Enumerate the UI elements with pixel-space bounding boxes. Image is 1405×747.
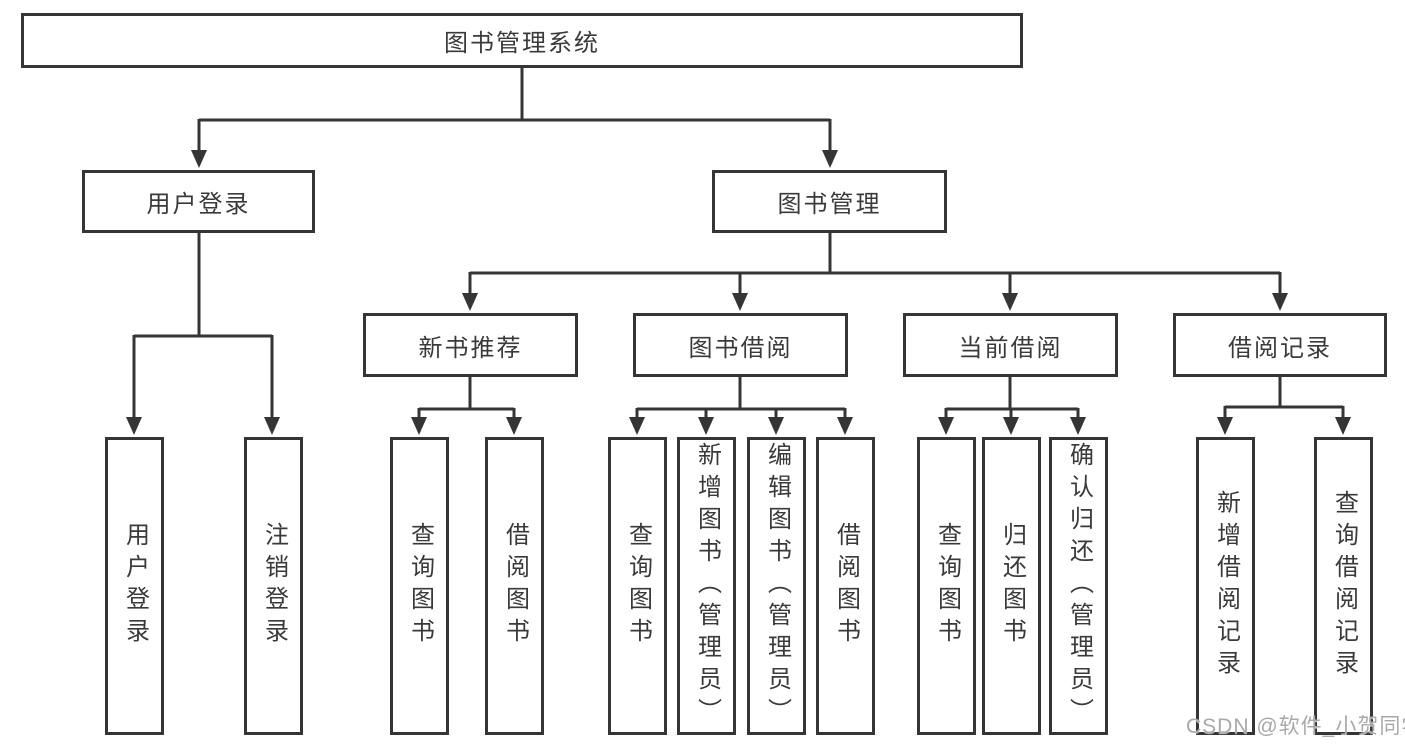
node-new-book-recommend-label: 新书推荐 bbox=[418, 334, 523, 362]
leaf-recommend-query-book: 查询图书 bbox=[390, 437, 449, 735]
node-book-management: 图书管理 bbox=[712, 170, 947, 233]
node-user-login-label: 用户登录 bbox=[146, 191, 251, 218]
node-book-borrow-label: 图书借阅 bbox=[688, 334, 793, 362]
leaf-current-return-book-label: 归还图书 bbox=[998, 522, 1026, 650]
leaf-borrow-edit-book-admin-label: 编辑图书（管理员） bbox=[763, 442, 791, 730]
leaf-record-add-record: 新增借阅记录 bbox=[1196, 437, 1255, 735]
node-current-borrow-label: 当前借阅 bbox=[958, 334, 1063, 362]
leaf-recommend-query-book-label: 查询图书 bbox=[406, 522, 434, 650]
leaf-current-query-book-label: 查询图书 bbox=[933, 522, 961, 650]
leaf-borrow-add-book-admin-label: 新增图书（管理员） bbox=[693, 442, 721, 730]
node-borrow-record-label: 借阅记录 bbox=[1228, 334, 1332, 362]
node-root-system: 图书管理系统 bbox=[21, 13, 1023, 68]
leaf-current-confirm-return-admin: 确认归还（管理员） bbox=[1049, 437, 1108, 735]
leaf-current-return-book: 归还图书 bbox=[982, 437, 1041, 735]
leaf-borrow-query-book: 查询图书 bbox=[608, 437, 667, 735]
leaf-user-login: 用户登录 bbox=[105, 437, 164, 735]
leaf-borrow-query-book-label: 查询图书 bbox=[624, 522, 652, 650]
leaf-current-confirm-return-admin-label: 确认归还（管理员） bbox=[1065, 442, 1093, 730]
leaf-record-query-record-label: 查询借阅记录 bbox=[1330, 490, 1358, 682]
leaf-borrow-borrow-book: 借阅图书 bbox=[816, 437, 875, 735]
leaf-borrow-add-book-admin: 新增图书（管理员） bbox=[677, 437, 736, 735]
leaf-logout-label: 注销登录 bbox=[260, 522, 288, 650]
leaf-record-add-record-label: 新增借阅记录 bbox=[1212, 490, 1240, 682]
node-new-book-recommend: 新书推荐 bbox=[363, 313, 578, 377]
node-borrow-record: 借阅记录 bbox=[1173, 313, 1387, 377]
leaf-current-query-book: 查询图书 bbox=[917, 437, 976, 735]
leaf-recommend-borrow-book-label: 借阅图书 bbox=[501, 522, 529, 650]
node-book-borrow: 图书借阅 bbox=[633, 313, 848, 377]
leaf-recommend-borrow-book: 借阅图书 bbox=[485, 437, 544, 735]
leaf-borrow-edit-book-admin: 编辑图书（管理员） bbox=[747, 437, 806, 735]
leaf-user-login-label: 用户登录 bbox=[121, 522, 149, 650]
node-current-borrow: 当前借阅 bbox=[903, 313, 1118, 377]
leaf-borrow-borrow-book-label: 借阅图书 bbox=[832, 522, 860, 650]
node-book-management-label: 图书管理 bbox=[777, 191, 882, 218]
csdn-watermark: CSDN @软件_小贺同学 bbox=[1186, 715, 1405, 738]
leaf-logout: 注销登录 bbox=[244, 437, 303, 735]
leaf-record-query-record: 查询借阅记录 bbox=[1314, 437, 1373, 735]
node-user-login: 用户登录 bbox=[82, 170, 315, 233]
node-root-system-label: 图书管理系统 bbox=[444, 30, 600, 57]
